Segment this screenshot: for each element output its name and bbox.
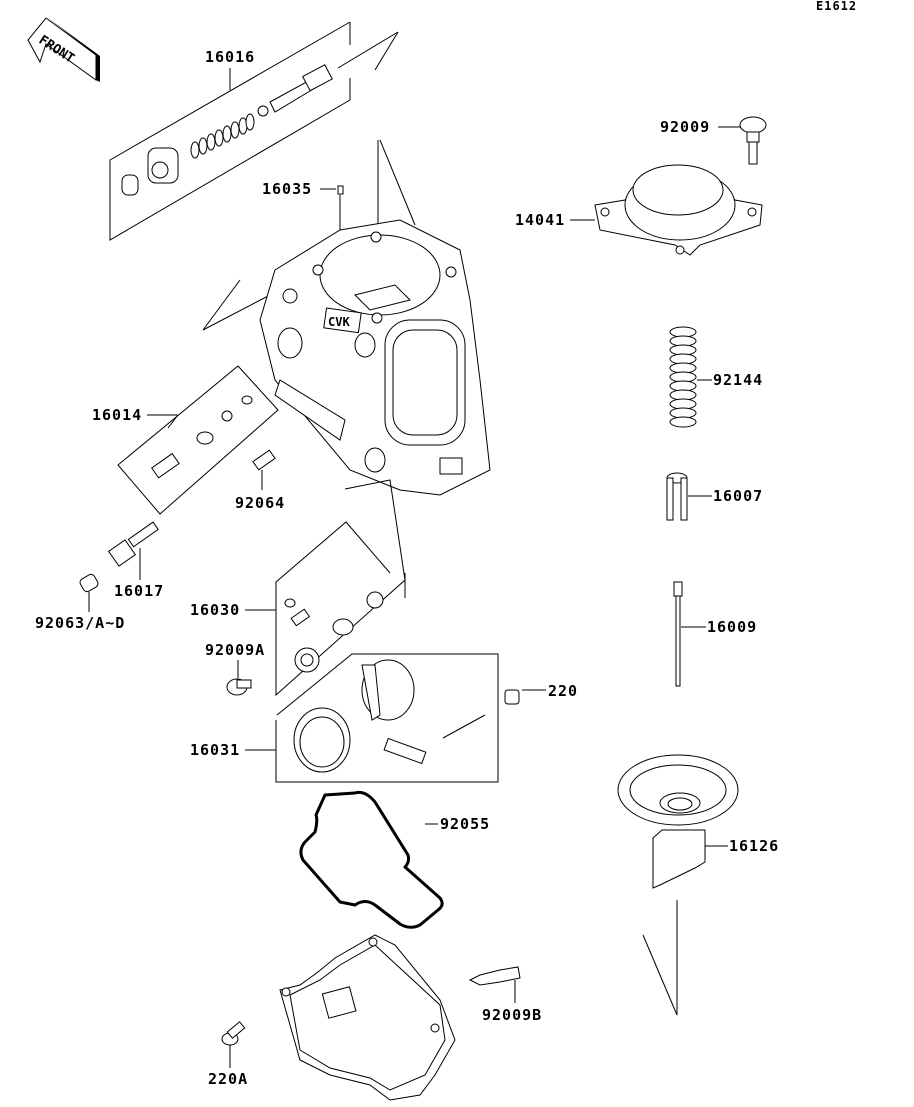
part-16009[interactable] [673,581,706,687]
part-label-16009: 16009 [707,618,757,636]
float-bowl[interactable] [279,934,456,1101]
part-label-92064: 92064 [235,494,285,512]
part-16017[interactable] [107,521,159,580]
part-label-92009A: 92009A [205,641,265,659]
part-label-92009: 92009 [660,118,710,136]
part-label-16031: 16031 [190,741,240,759]
part-label-16017: 16017 [114,582,164,600]
part-16126[interactable] [617,754,739,1016]
part-92009B[interactable] [468,966,521,1003]
part-92063[interactable] [79,573,100,612]
part-16016[interactable] [109,21,399,241]
part-14041[interactable] [570,164,763,256]
part-label-16016: 16016 [205,48,255,66]
part-label-16035: 16035 [262,180,312,198]
part-92009[interactable] [718,116,767,165]
part-92064[interactable] [252,449,276,490]
body-marking: CVK [328,315,350,329]
part-16007[interactable] [666,472,712,521]
part-220[interactable] [504,689,546,705]
part-16030[interactable] [245,479,406,697]
part-label-16030: 16030 [190,601,240,619]
part-92055[interactable] [299,790,444,929]
part-label-16007: 16007 [713,487,763,505]
part-label-220: 220 [548,682,578,700]
part-label-16126: 16126 [729,837,779,855]
part-16031[interactable] [245,653,499,783]
front-arrow-icon: FRONT [27,17,100,82]
part-label-14041: 14041 [515,211,565,229]
part-92144[interactable] [669,326,712,428]
part-label-220A: 220A [208,1070,248,1088]
carburetor-body[interactable]: CVK [202,139,491,496]
diagram-code: E1612 [816,0,857,13]
part-label-92055: 92055 [440,815,490,833]
part-label-16014: 16014 [92,406,142,424]
part-220A[interactable] [221,1021,246,1068]
part-16035[interactable] [320,185,344,230]
part-label-92144: 92144 [713,371,763,389]
part-92009A[interactable] [226,660,252,696]
part-label-92063: 92063/A~D [35,614,125,632]
part-16014[interactable] [117,365,279,515]
part-label-92009B: 92009B [482,1006,542,1024]
